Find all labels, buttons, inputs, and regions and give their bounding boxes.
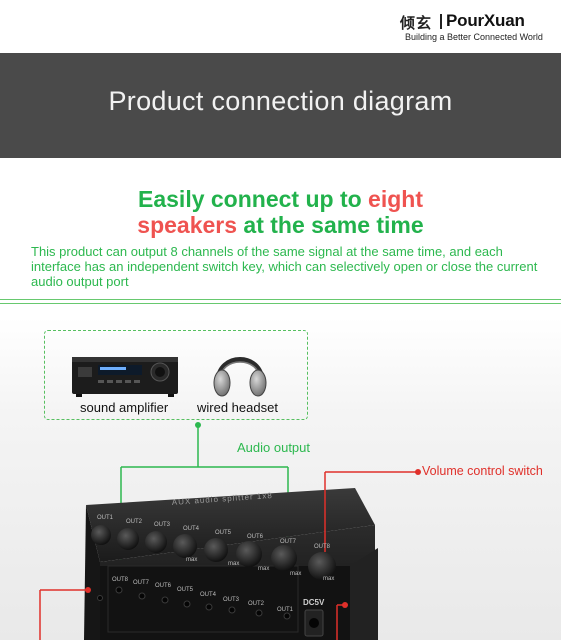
volume-callout-lines bbox=[39, 471, 418, 640]
knob-max-label: max bbox=[228, 561, 239, 567]
headline-line1-red: eight bbox=[368, 186, 423, 212]
output-devices-box bbox=[44, 330, 308, 420]
port-label-out1: OUT1 bbox=[277, 607, 294, 613]
port-label-out5: OUT5 bbox=[177, 587, 194, 593]
knob-label-out3: OUT3 bbox=[154, 522, 171, 528]
audio-output-callout: Audio output bbox=[237, 440, 311, 455]
knob-label-out8: OUT8 bbox=[314, 544, 331, 550]
logo-separator bbox=[440, 14, 442, 29]
knob-max-label: max bbox=[290, 571, 301, 577]
divider-line bbox=[0, 303, 561, 304]
headline-line1-green: Easily connect up to bbox=[138, 186, 369, 212]
red-callout-dot bbox=[342, 602, 348, 608]
product-description: This product can output 8 channels of th… bbox=[31, 244, 538, 289]
headset-label: wired headset bbox=[197, 400, 278, 415]
port-label-out2: OUT2 bbox=[248, 601, 265, 607]
headline: Easily connect up to eight speakers at t… bbox=[0, 186, 561, 238]
knob-label-out5: OUT5 bbox=[215, 530, 232, 536]
knob-label-out6: OUT6 bbox=[247, 534, 264, 540]
knob-label-out2: OUT2 bbox=[126, 519, 143, 525]
green-callout-dot bbox=[195, 422, 201, 428]
volume-knobs bbox=[91, 525, 336, 580]
power-label: DC5V bbox=[303, 598, 325, 607]
knob-label-out1: OUT1 bbox=[97, 515, 114, 521]
banner-title: Product connection diagram bbox=[108, 86, 453, 116]
title-banner: Product connection diagram bbox=[0, 53, 561, 158]
knob-max-label: max bbox=[323, 576, 334, 582]
port-label-out8: OUT8 bbox=[112, 577, 129, 583]
port-label-out3: OUT3 bbox=[223, 597, 240, 603]
headline-line-1: Easily connect up to eight bbox=[0, 186, 561, 212]
amplifier-icon bbox=[72, 357, 178, 397]
headline-line2-red: speakers bbox=[137, 212, 238, 238]
port-label-out6: OUT6 bbox=[155, 583, 172, 589]
headphones-icon bbox=[213, 357, 267, 397]
logo-tagline: Building a Better Connected World bbox=[405, 32, 543, 42]
port-label-out4: OUT4 bbox=[200, 592, 217, 598]
knob-max-label: max bbox=[258, 566, 269, 572]
knob-max-label: max bbox=[186, 557, 197, 563]
dc-power-jack bbox=[309, 618, 319, 628]
output-ports bbox=[97, 586, 291, 620]
red-callout-dot bbox=[85, 587, 91, 593]
knob-label-out4: OUT4 bbox=[183, 526, 200, 532]
knob-label-out7: OUT7 bbox=[280, 539, 297, 545]
red-callout-dot bbox=[415, 469, 421, 475]
headline-line-2: speakers at the same time bbox=[0, 212, 561, 238]
amplifier-label: sound amplifier bbox=[80, 400, 169, 415]
logo-chinese-text: 倾玄 bbox=[400, 15, 433, 32]
logo-english-text: PourXuan bbox=[446, 11, 525, 30]
brand-logo: 倾玄 PourXuan Building a Better Connected … bbox=[400, 11, 550, 46]
volume-control-callout: Volume control switch bbox=[422, 464, 543, 478]
headline-line2-green: at the same time bbox=[237, 212, 424, 238]
divider-line bbox=[0, 299, 561, 300]
port-label-out7: OUT7 bbox=[133, 580, 150, 586]
